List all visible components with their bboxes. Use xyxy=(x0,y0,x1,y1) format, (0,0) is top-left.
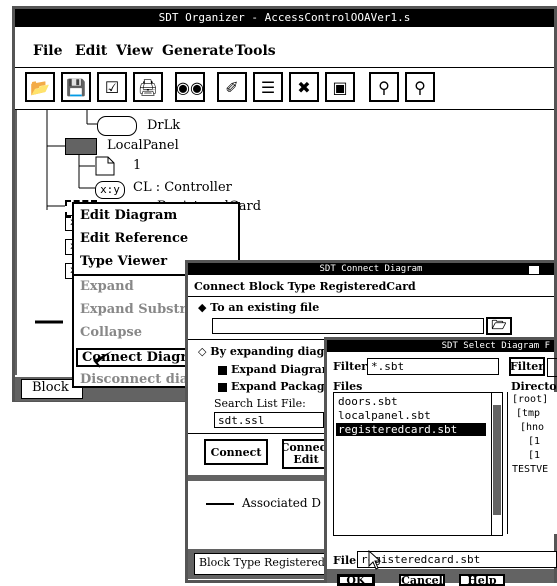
menu-file[interactable]: File xyxy=(33,43,63,59)
files-list[interactable]: doors.sbt localpanel.sbt registeredcard.… xyxy=(333,392,503,536)
binoculars-icon[interactable]: ◉◉ xyxy=(175,72,205,102)
checkbox-expand-diagram[interactable]: Expand Diagram S xyxy=(218,363,345,376)
select-diagram-dialog: SDT Select Diagram F Filter *.sbt Filter… xyxy=(324,337,557,586)
connect-edit-label-1: Connect xyxy=(282,441,330,454)
dialog-status-box: Block Type RegisteredC xyxy=(194,553,330,575)
tree-node-file-one[interactable]: 1 xyxy=(133,158,142,173)
file-icon xyxy=(95,156,115,176)
checkbox-expand-package-label: Expand Package R xyxy=(231,380,345,393)
tree-node-controller[interactable]: CL : Controller xyxy=(133,180,232,195)
filter-input[interactable]: *.sbt xyxy=(367,358,499,375)
block-type-icon xyxy=(65,138,97,155)
file-label: File xyxy=(333,554,357,567)
check-icon[interactable]: ☑ xyxy=(97,72,127,102)
tree-delete-icon[interactable]: ✖ xyxy=(289,72,319,102)
connect-button[interactable]: Connect xyxy=(204,439,268,465)
dialog-status-text: Block Type RegisteredC xyxy=(199,556,330,569)
connect-dialog-header: Connect Block Type RegisteredCard xyxy=(194,280,416,293)
close-box-icon[interactable] xyxy=(528,265,540,275)
search-list-label: Search List File: xyxy=(214,397,306,410)
print-icon[interactable]: 🖨 xyxy=(133,72,163,102)
radio-existing-label: To an existing file xyxy=(210,301,320,314)
instance-xy-icon: x:y xyxy=(95,181,125,199)
menu-item-type-viewer[interactable]: Type Viewer xyxy=(80,254,168,269)
menu-item-collapse[interactable]: Collapse xyxy=(80,325,142,340)
mouse-cursor-icon xyxy=(93,351,112,368)
files-label: Files xyxy=(333,380,363,393)
files-scrollbar-thumb[interactable] xyxy=(493,405,501,515)
tree-connectors xyxy=(35,110,97,324)
toolbar: 📂 💾 ☑ 🖨 ◉◉ ✐ ☰ ✖ ▣ ⚲ ⚲ xyxy=(25,72,555,106)
browse-folder-button[interactable]: 🗁 xyxy=(486,317,512,335)
header-divider xyxy=(188,296,554,297)
dir-item[interactable]: [1 xyxy=(528,450,541,461)
filter-extra-box xyxy=(547,358,557,377)
dir-item[interactable]: [root] xyxy=(512,394,549,405)
menu-item-expand[interactable]: Expand xyxy=(80,279,134,294)
connect-edit-button[interactable]: Connect Edit xyxy=(282,439,330,469)
file-item[interactable]: doors.sbt xyxy=(338,395,398,408)
menu-bar: File Edit View Generate Tools xyxy=(29,43,554,65)
file-item[interactable]: localpanel.sbt xyxy=(338,409,431,422)
filter-label: Filter xyxy=(333,360,368,373)
status-label-box: Block xyxy=(21,379,83,399)
main-window-title: SDT Organizer - AccessControlOOAVer1.s xyxy=(15,9,554,27)
menu-item-edit-diagram[interactable]: Edit Diagram xyxy=(80,208,178,223)
menu-generate[interactable]: Generate xyxy=(162,43,234,59)
existing-file-input[interactable] xyxy=(212,318,484,334)
diagram-icon[interactable]: ▣ xyxy=(325,72,355,102)
status-label: Block xyxy=(32,380,69,395)
dir-item[interactable]: [hno xyxy=(520,422,545,433)
assoc-line-icon xyxy=(206,503,234,505)
connect-dialog-title: SDT Connect Diagram xyxy=(188,263,554,275)
dir-item[interactable]: [tmp xyxy=(516,408,541,419)
tree-edit-icon[interactable]: ✐ xyxy=(217,72,247,102)
directories-label: Director xyxy=(511,380,557,393)
menu-edit[interactable]: Edit xyxy=(75,43,108,59)
menu-view[interactable]: View xyxy=(116,43,153,59)
radio-existing-file[interactable]: ◆ To an existing file xyxy=(198,301,320,314)
filter-button[interactable]: Filter xyxy=(509,357,545,376)
menu-divider xyxy=(15,67,554,68)
help-button[interactable]: Help xyxy=(459,574,505,586)
toolbar-divider xyxy=(15,109,554,110)
assoc-label: Associated D xyxy=(242,496,321,510)
checkbox-expand-diagram-label: Expand Diagram S xyxy=(231,363,346,376)
menu-tools[interactable]: Tools xyxy=(235,43,276,59)
dir-item[interactable]: TESTVE xyxy=(512,464,549,475)
cancel-button[interactable]: Cancel xyxy=(399,574,445,586)
open-icon[interactable]: 📂 xyxy=(25,72,55,102)
process-shape-icon xyxy=(97,116,137,136)
select-dialog-title: SDT Select Diagram F xyxy=(327,340,554,352)
tree-left-border xyxy=(15,110,17,375)
zoom-extra-icon[interactable]: ⚲ xyxy=(405,72,435,102)
connect-edit-label-2: Edit xyxy=(293,453,319,466)
radio-expanding-label: By expanding diagram xyxy=(210,345,349,358)
file-name-input[interactable]: registeredcard.sbt xyxy=(357,551,557,568)
context-menu: Edit Diagram Edit Reference Type Viewer … xyxy=(72,202,240,388)
tree-node-drlk[interactable]: DrLk xyxy=(147,118,181,133)
checkbox-expand-package[interactable]: Expand Package R xyxy=(218,380,345,393)
zoom-icon[interactable]: ⚲ xyxy=(369,72,399,102)
save-icon[interactable]: 💾 xyxy=(61,72,91,102)
pointer-cursor-icon xyxy=(368,550,382,570)
ok-button[interactable]: OK xyxy=(337,574,375,586)
menu-separator xyxy=(74,274,238,276)
file-item-selected[interactable]: registeredcard.sbt xyxy=(336,423,486,436)
radio-expanding[interactable]: ◇ By expanding diagram xyxy=(198,345,349,358)
tree-structure-icon[interactable]: ☰ xyxy=(253,72,283,102)
directories-list[interactable]: [root] [tmp [hno [1 [1 TESTVE xyxy=(507,392,557,534)
dir-item[interactable]: [1 xyxy=(528,436,541,447)
tree-node-localpanel[interactable]: LocalPanel xyxy=(107,138,179,153)
search-list-input[interactable]: sdt.ssl xyxy=(214,412,324,428)
menu-item-edit-reference[interactable]: Edit Reference xyxy=(80,231,189,246)
